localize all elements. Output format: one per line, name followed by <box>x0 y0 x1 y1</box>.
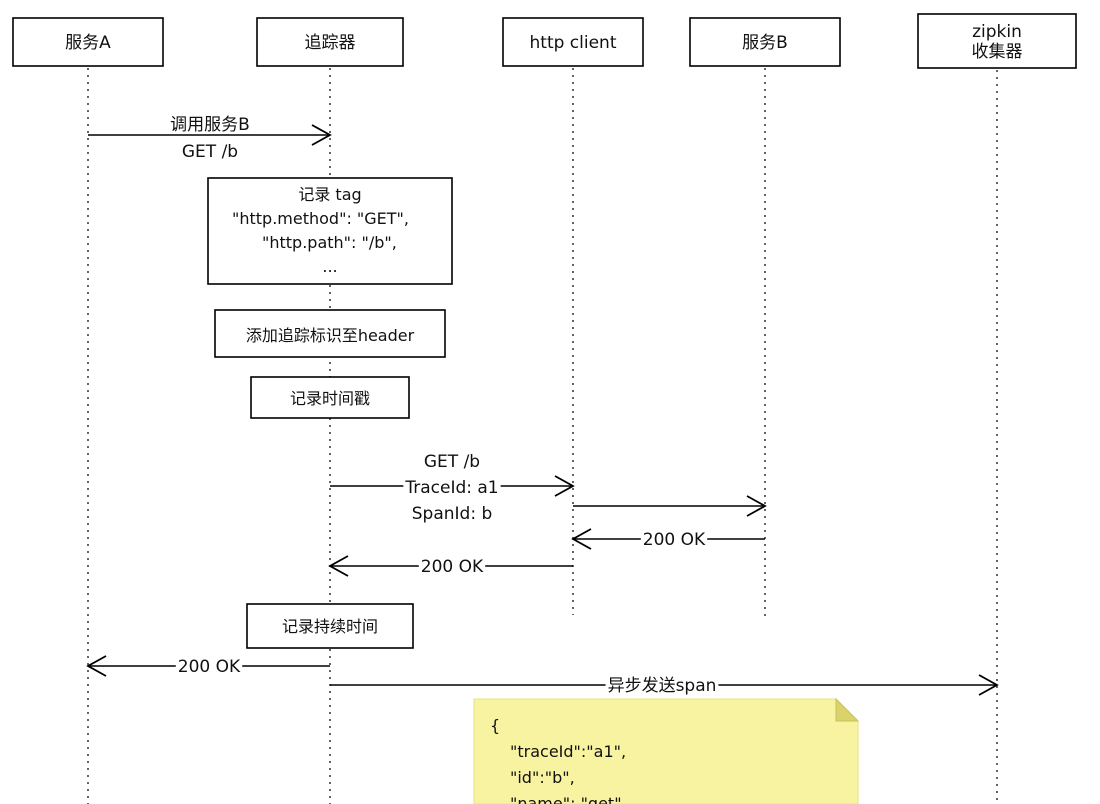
arrowhead <box>978 674 999 696</box>
note-line: { <box>490 716 500 735</box>
step-record-tag: 记录 tag "http.method": "GET", "http.path": … <box>207 177 453 285</box>
participant-label: 追踪器 <box>305 33 356 53</box>
participant-httpClient: http client <box>502 17 644 67</box>
participant-tracer: 追踪器 <box>256 17 404 67</box>
arrowhead <box>86 655 107 677</box>
message-label: TraceId: a1 <box>404 478 498 498</box>
arrowhead <box>571 528 592 550</box>
message-label: 调用服务B <box>170 115 250 135</box>
message-client-200-ok: 200 OK <box>328 555 573 577</box>
participant-label: http client <box>530 33 617 53</box>
participant-serviceB: 服务B <box>689 17 841 67</box>
participant-serviceA: 服务A <box>12 17 164 67</box>
message-label: 200 OK <box>421 557 484 577</box>
message-get-b-with-trace: GET /b TraceId: a1 SpanId: b <box>330 452 575 524</box>
note-fold <box>835 697 860 722</box>
message-label: GET /b <box>182 142 238 162</box>
arrowhead <box>746 495 767 517</box>
participant-label: 服务A <box>65 33 111 53</box>
step-add-trace-header: 添加追踪标识至header <box>214 309 446 358</box>
step-record-timestamp: 记录时间戳 <box>250 376 410 419</box>
message-client-to-service-b <box>573 495 767 517</box>
message-label: SpanId: b <box>412 504 493 524</box>
participant-label: 收集器 <box>972 42 1023 62</box>
step-line: "http.method": "GET", <box>232 209 409 228</box>
message-async-send-span: 异步发送span <box>330 674 999 696</box>
note-line: "name": "get", <box>510 794 627 804</box>
step-line: "http.path": "/b", <box>262 233 397 252</box>
note-body <box>473 698 859 804</box>
note-line: "id":"b", <box>510 768 575 787</box>
arrowhead <box>311 124 332 146</box>
message-tracer-200-ok: 200 OK <box>86 655 330 677</box>
step-line: 记录持续时间 <box>282 617 378 636</box>
message-label: GET /b <box>424 452 480 472</box>
note-line: "traceId":"a1", <box>510 742 626 761</box>
message-label: 200 OK <box>178 657 241 677</box>
participant-label: zipkin <box>972 22 1022 42</box>
span-payload-note: { "traceId":"a1", "id":"b", "name": "get", <box>473 697 860 804</box>
message-call-service-b: 调用服务B GET /b <box>88 115 332 162</box>
step-line: 记录时间戳 <box>290 389 370 408</box>
arrowhead <box>554 475 575 497</box>
step-line: 添加追踪标识至header <box>246 326 415 345</box>
step-line: ... <box>322 257 337 276</box>
message-label: 异步发送span <box>608 676 717 696</box>
participant-label: 服务B <box>742 33 788 53</box>
arrowhead <box>328 555 349 577</box>
message-service-b-200-ok: 200 OK <box>571 528 765 550</box>
message-label: 200 OK <box>643 530 706 550</box>
step-line: 记录 tag <box>298 185 361 204</box>
step-record-duration: 记录持续时间 <box>246 603 414 649</box>
